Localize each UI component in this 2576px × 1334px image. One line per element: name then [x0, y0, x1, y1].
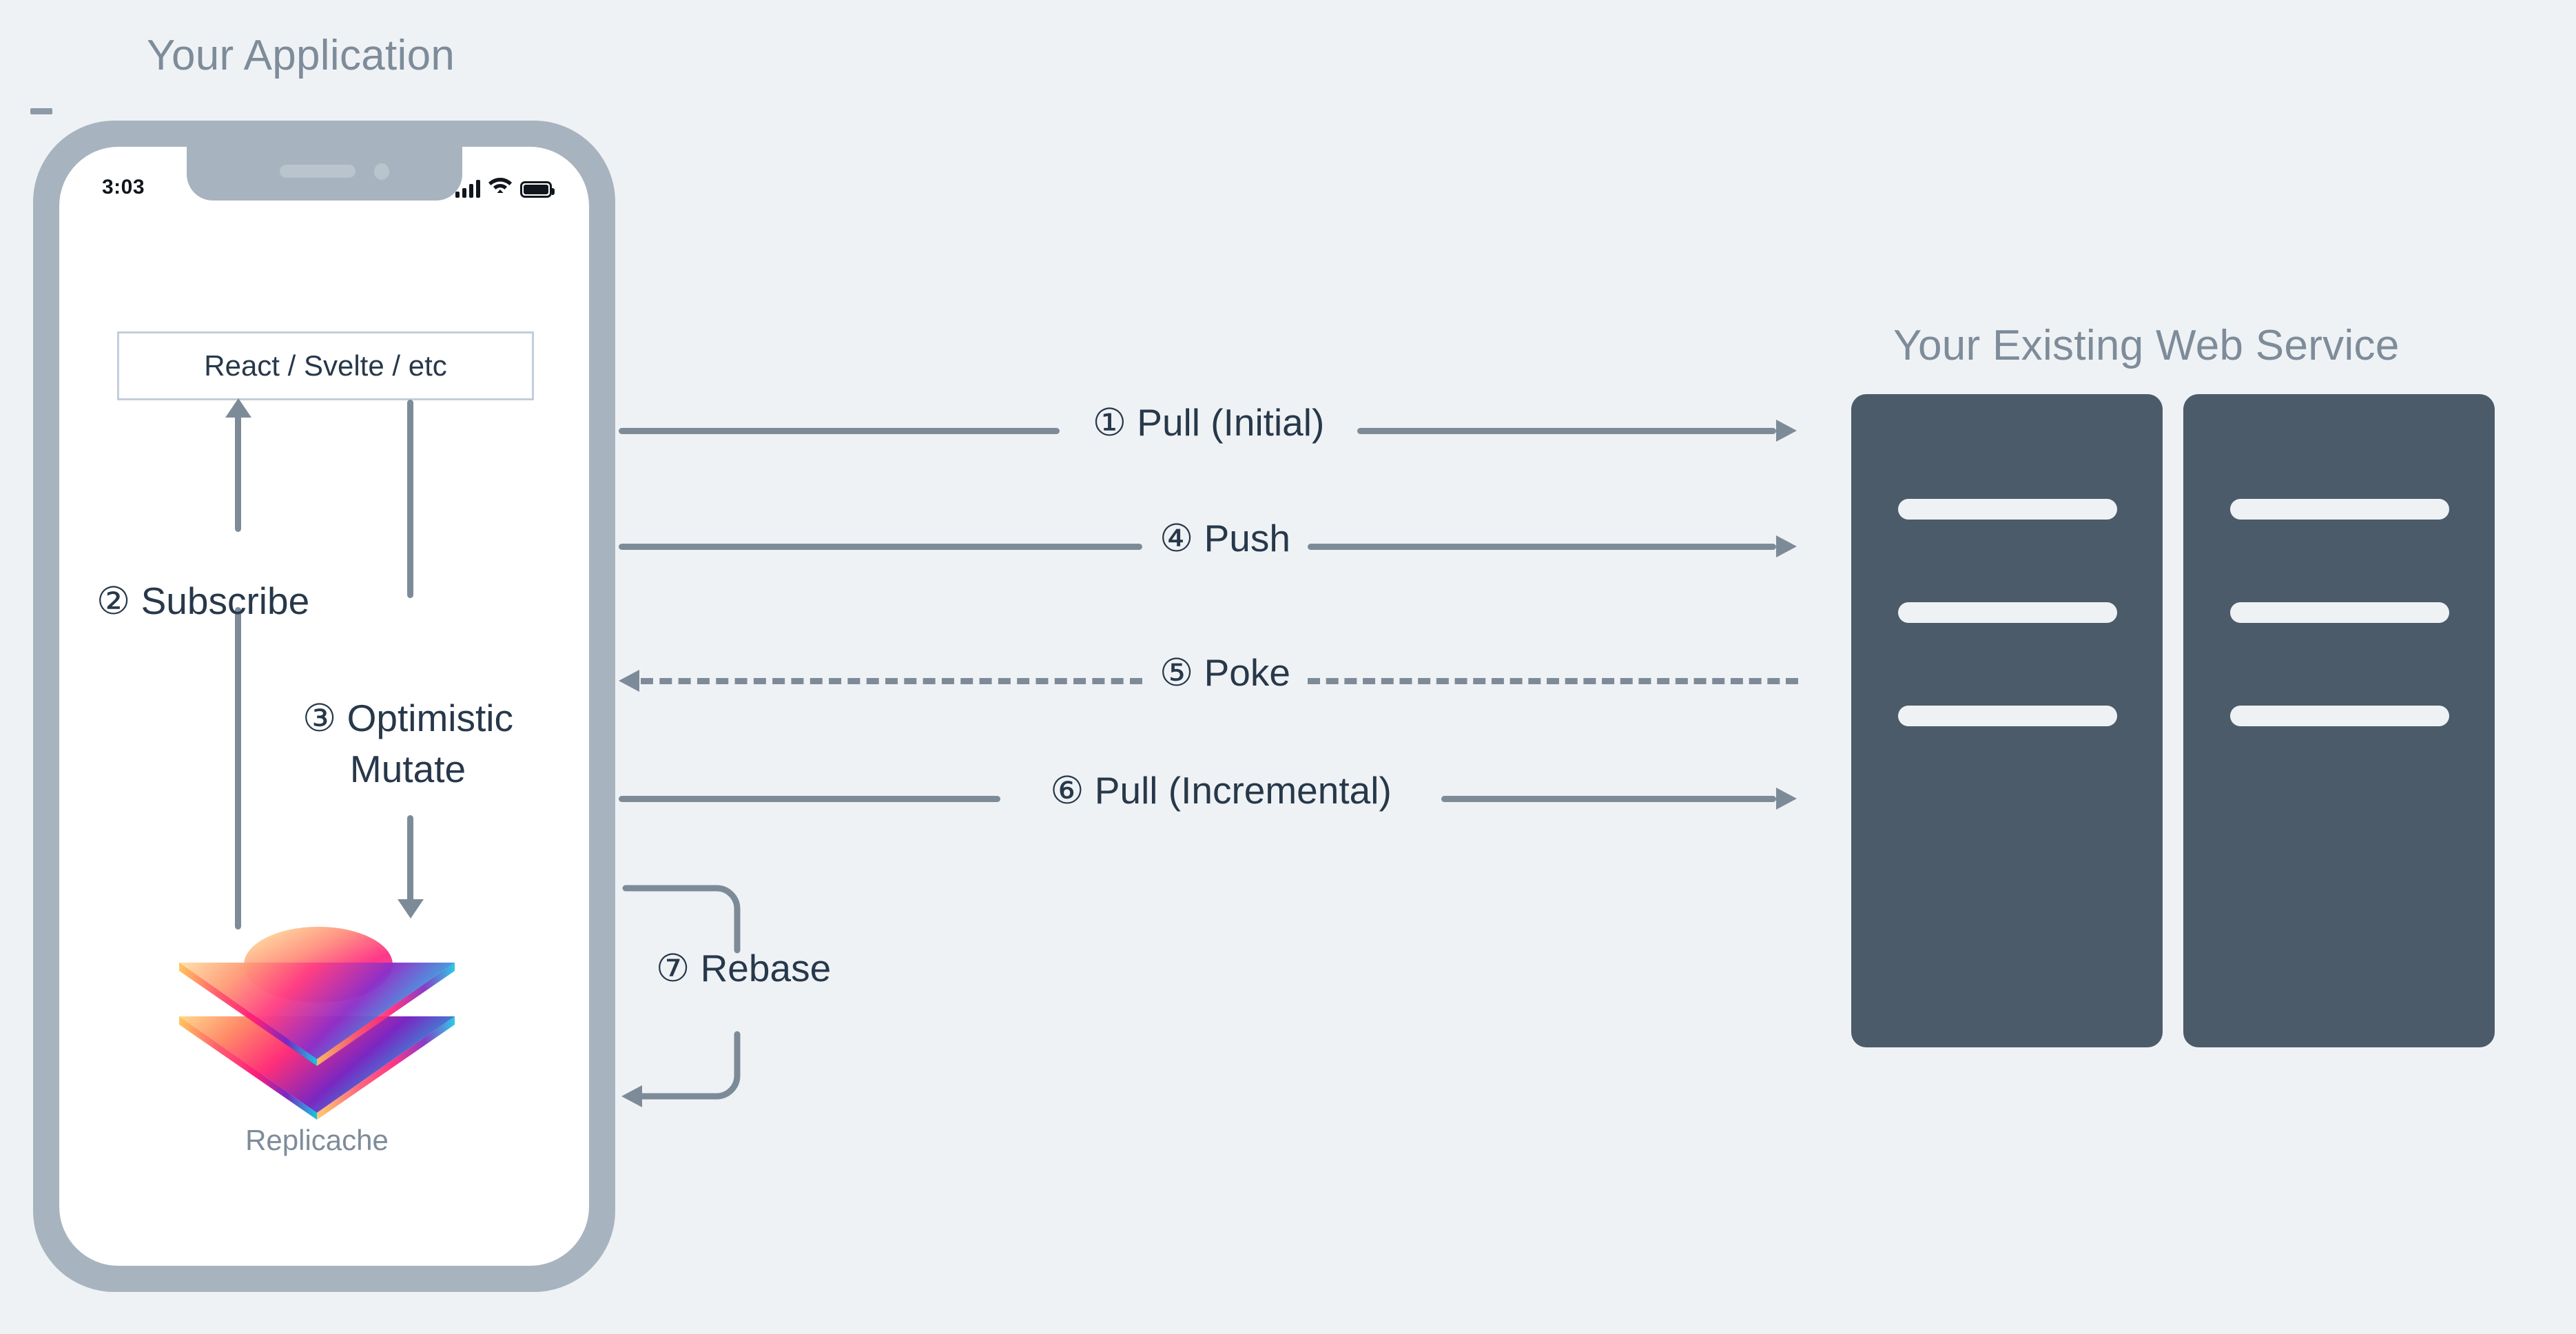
mutate-arrowhead-icon — [398, 899, 424, 919]
protocol-row-poke: ⑤ Poke — [619, 651, 1798, 694]
protocol-label-push: ④ Push — [1160, 517, 1290, 560]
protocol-label-pull-incremental: ⑥ Pull (Incremental) — [1050, 769, 1392, 812]
web-service-title: Your Existing Web Service — [1893, 322, 2400, 369]
server-bar — [2230, 602, 2449, 623]
step-label-rebase: ⑦ Rebase — [656, 947, 832, 989]
phone-notch — [186, 147, 462, 201]
framework-box: React / Svelte / etc — [117, 331, 534, 400]
notch-camera-icon — [373, 163, 389, 180]
mutate-label-line2: Mutate — [349, 748, 466, 791]
subscribe-arrow-line-upper — [235, 413, 241, 532]
status-bar-time: 3:03 — [102, 176, 145, 198]
push-line-right — [1308, 544, 1776, 550]
mutate-arrow-line-upper — [407, 400, 413, 598]
pull-initial-line-right — [1357, 428, 1776, 434]
step-label-subscribe: ② Subscribe — [96, 579, 310, 622]
wifi-icon — [488, 176, 513, 198]
cellular-signal-icon — [455, 180, 480, 198]
pull-incremental-line-left — [619, 796, 1000, 802]
push-line-left — [619, 544, 1142, 550]
poke-line-left — [641, 678, 1142, 684]
pull-initial-line-left — [619, 428, 1060, 434]
server-bar — [1898, 706, 2117, 726]
replicache-block: Replicache — [169, 913, 465, 1157]
rebase-loop-arrow — [621, 885, 741, 1107]
application-title: Your Application — [147, 32, 455, 79]
server-bar — [2230, 499, 2449, 520]
framework-box-label: React / Svelte / etc — [204, 349, 447, 382]
server-group — [1851, 394, 2495, 1047]
server-bar — [2230, 706, 2449, 726]
mutate-label-line1: ③ Optimistic — [302, 697, 513, 739]
step-label-optimistic-mutate: ③ Optimistic Mutate — [263, 692, 553, 795]
protocol-label-poke: ⑤ Poke — [1160, 651, 1290, 694]
pull-incremental-arrowhead-icon — [1776, 788, 1797, 810]
tick-mark-decoration — [30, 108, 52, 114]
server-bar — [1898, 499, 2117, 520]
protocol-row-pull-incremental: ⑥ Pull (Incremental) — [619, 769, 1798, 812]
mutate-arrow-line-lower — [407, 815, 413, 905]
server-bar — [1898, 602, 2117, 623]
server-rack-2 — [2183, 394, 2495, 1047]
protocol-row-pull-initial: ① Pull (Initial) — [619, 401, 1798, 444]
protocol-row-push: ④ Push — [619, 517, 1798, 560]
poke-line-right — [1308, 678, 1798, 684]
server-rack-1 — [1851, 394, 2163, 1047]
replicache-layers-logo — [179, 927, 455, 1120]
status-bar-icons — [455, 174, 555, 198]
poke-arrowhead-icon — [619, 670, 639, 692]
pull-incremental-line-right — [1441, 796, 1776, 802]
subscribe-arrow-line-lower — [235, 607, 241, 930]
push-arrowhead-icon — [1776, 535, 1797, 557]
protocol-label-pull-initial: ① Pull (Initial) — [1092, 401, 1325, 444]
pull-initial-arrowhead-icon — [1776, 420, 1797, 442]
notch-speaker-icon — [279, 165, 356, 178]
battery-icon — [520, 181, 555, 198]
replicache-label: Replicache — [245, 1124, 389, 1156]
